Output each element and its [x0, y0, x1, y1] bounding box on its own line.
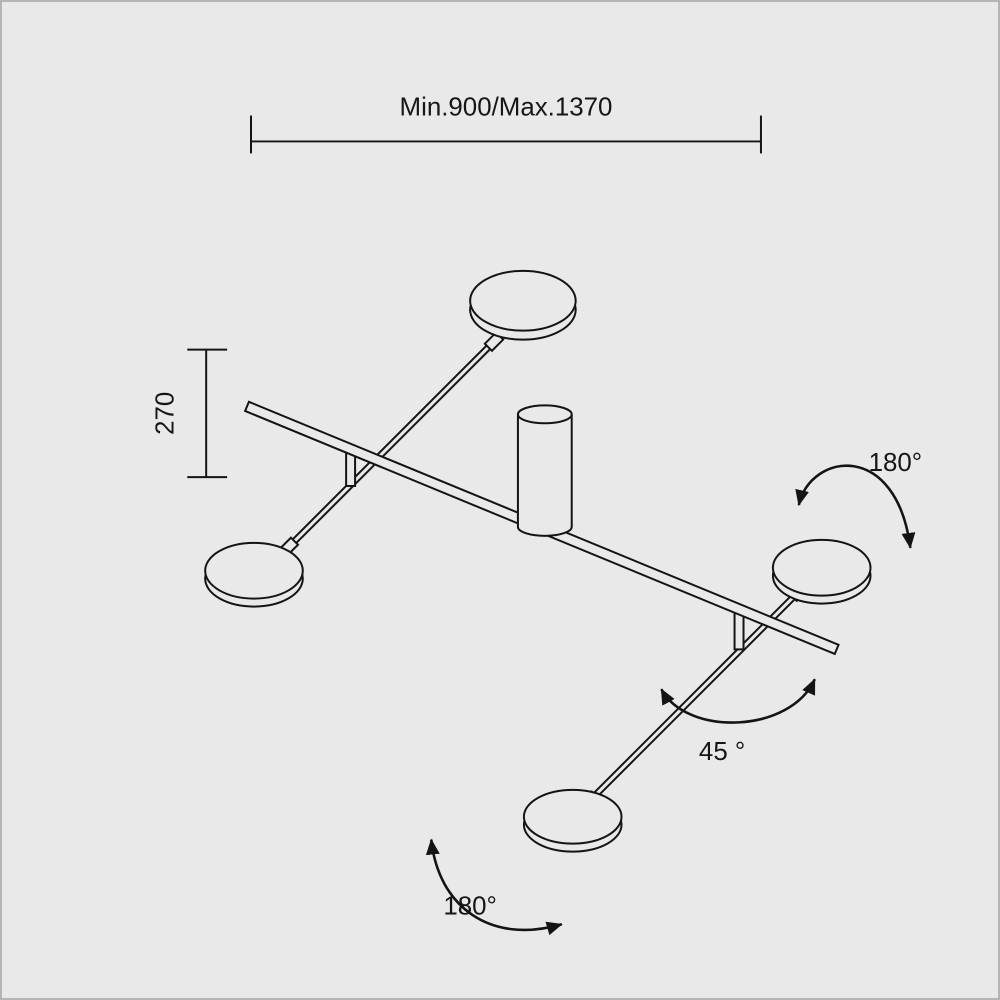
rotation-annotations: 180° 45 ° 180° — [425, 449, 923, 936]
lamp-disc-left-face — [204, 541, 304, 600]
swivel-rod-left — [282, 332, 504, 554]
lamp-disc-right-face — [771, 538, 872, 597]
lamp-disc-top — [469, 269, 577, 341]
lamp-disc-left — [204, 541, 304, 608]
width-dimension-label: Min.900/Max.1370 — [400, 94, 613, 122]
lamp-disc-bottom — [522, 788, 623, 853]
rotation-arrow-bottom — [425, 838, 563, 936]
lamp-disc-bottom-face — [522, 788, 623, 845]
height-dimension: 270 — [151, 348, 228, 479]
pivot-connector-right — [733, 610, 745, 651]
rotation-label-middle: 45 ° — [699, 738, 745, 766]
rotation-arrow-middle — [660, 678, 816, 724]
rotation-label-top-right: 180° — [869, 449, 923, 477]
lamp-disc-top-face — [469, 269, 577, 332]
rotation-arrow-top-right — [795, 464, 916, 549]
ceiling-mount-cylinder-body — [516, 414, 573, 537]
lamp-fixture — [204, 269, 872, 853]
height-dimension-label: 270 — [151, 392, 179, 435]
lamp-disc-right — [771, 538, 872, 605]
width-dimension: Min.900/Max.1370 — [250, 94, 762, 154]
rotation-label-bottom: 180° — [443, 892, 497, 920]
ceiling-mount-cylinder-top — [516, 404, 573, 425]
